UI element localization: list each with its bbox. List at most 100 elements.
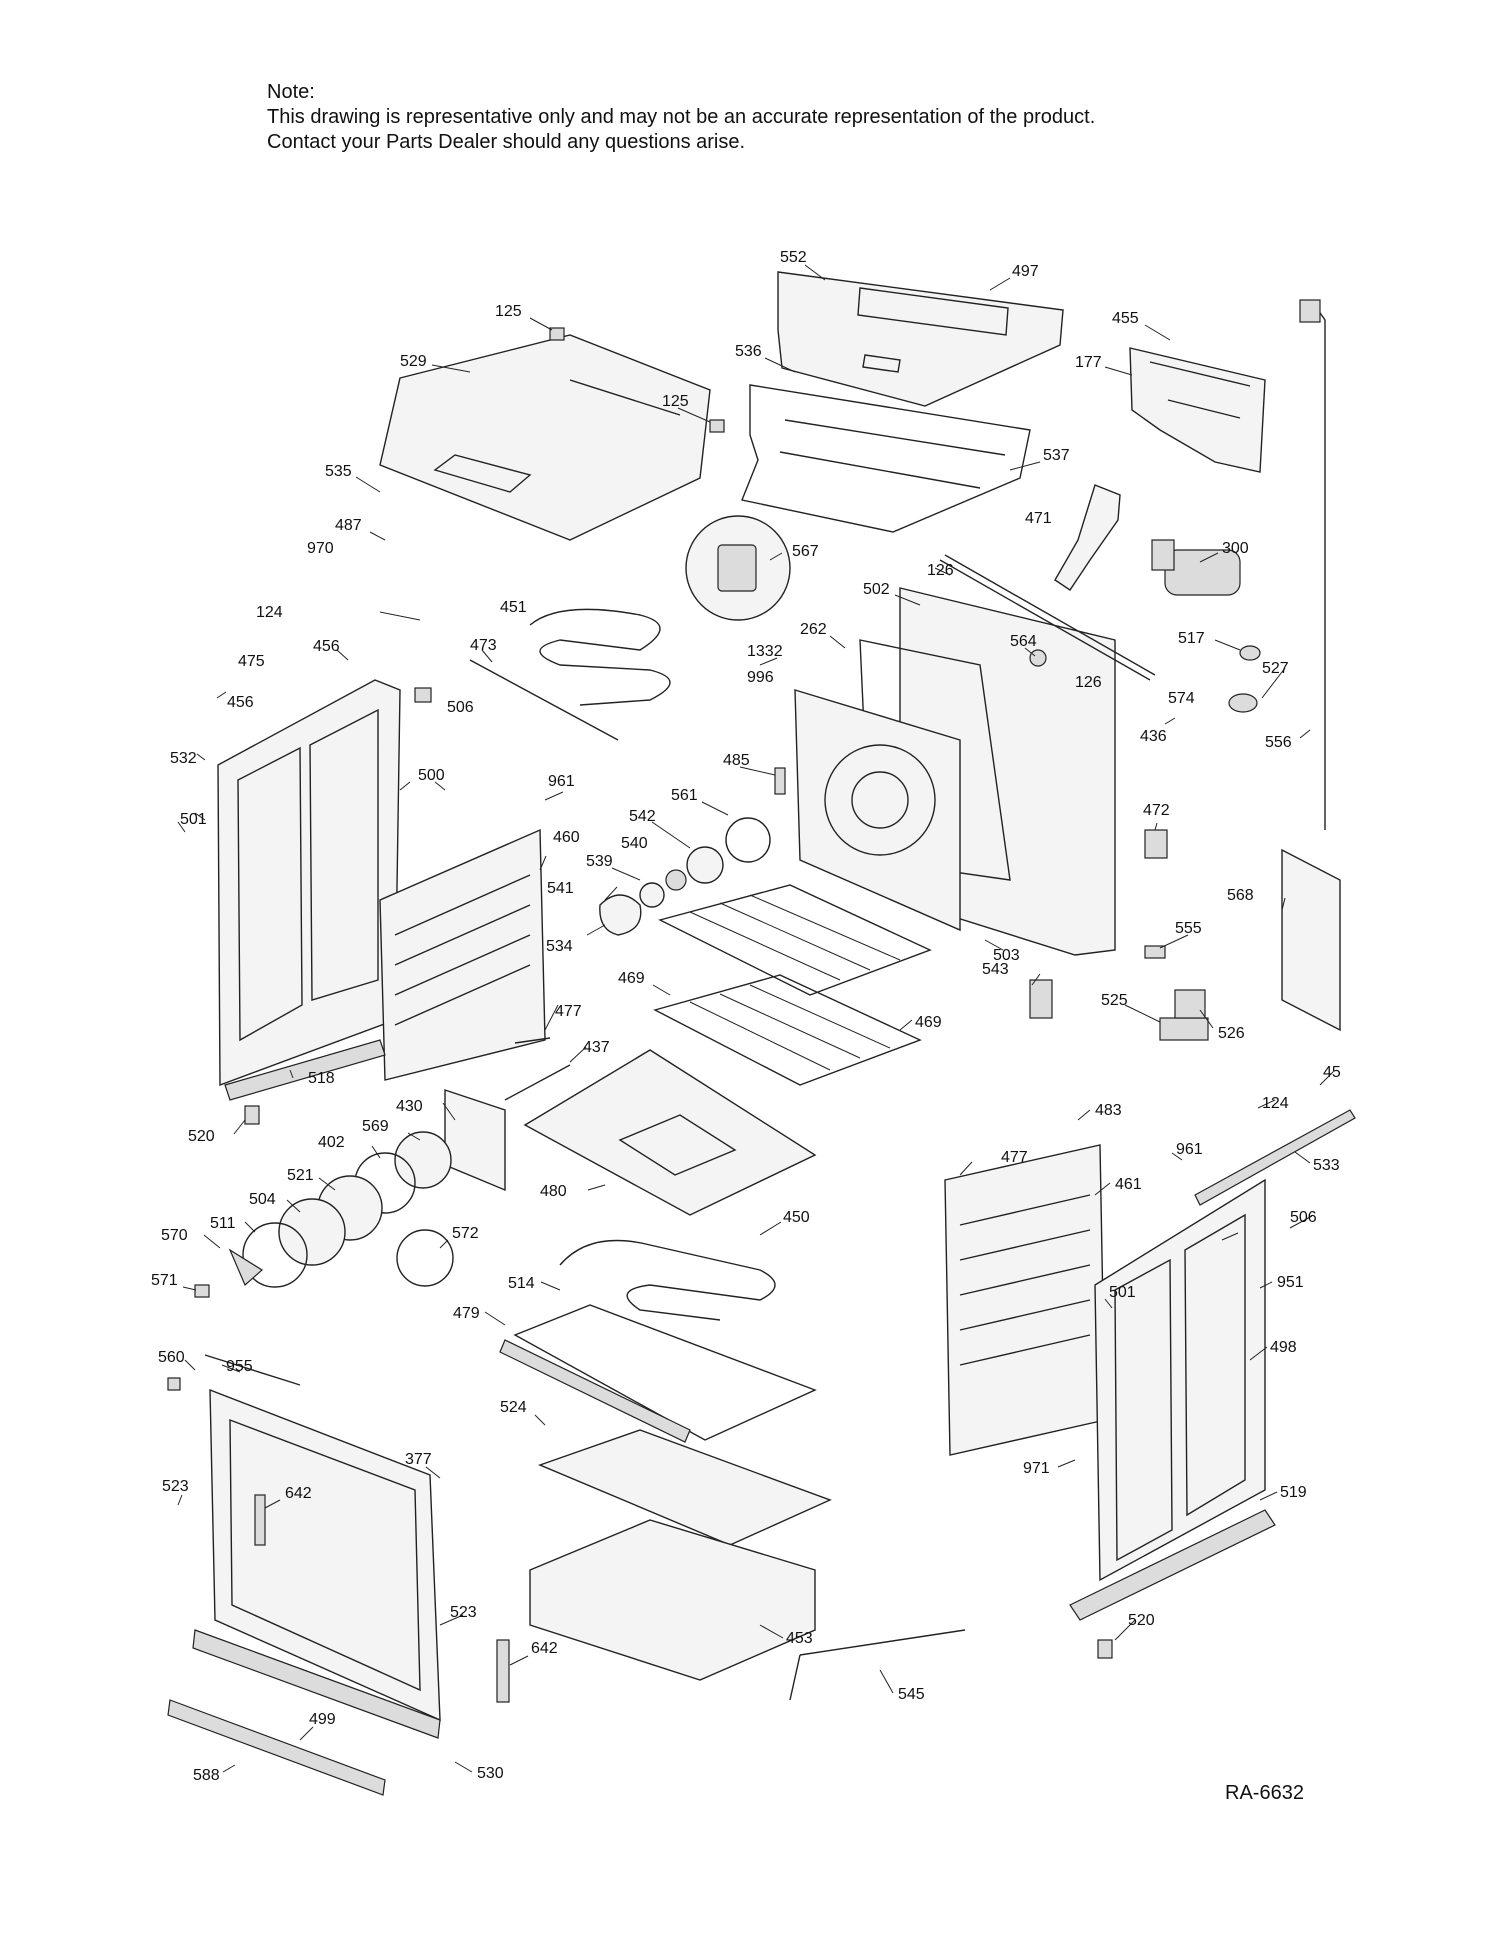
part-label: 177 xyxy=(1075,354,1102,371)
part-label: 541 xyxy=(547,880,574,897)
part-label: 561 xyxy=(671,787,698,804)
part-label: 521 xyxy=(287,1167,314,1184)
part-955-strip xyxy=(204,1354,301,1386)
part-label: 473 xyxy=(470,637,497,654)
part-label: 430 xyxy=(396,1098,423,1115)
part-label: 477 xyxy=(1001,1149,1028,1166)
part-561-gasket xyxy=(725,817,771,863)
part-560-clip xyxy=(167,1377,181,1391)
part-label: 300 xyxy=(1222,540,1249,557)
part-label: 125 xyxy=(495,303,522,320)
part-460-rack-supports xyxy=(379,828,546,1081)
part-506-clip xyxy=(414,687,432,703)
part-label: 455 xyxy=(1112,310,1139,327)
part-473-rail xyxy=(469,659,619,741)
part-label: 955 xyxy=(226,1358,253,1375)
part-568-cover xyxy=(1281,848,1341,1032)
part-label: 560 xyxy=(158,1349,185,1366)
part-477-spring xyxy=(514,1037,551,1044)
part-label: 377 xyxy=(405,1451,432,1468)
part-label: 564 xyxy=(1010,633,1037,650)
part-label: 996 xyxy=(747,669,774,686)
part-label: 450 xyxy=(783,1209,810,1226)
part-label: 497 xyxy=(1012,263,1039,280)
part-300-fan xyxy=(1164,549,1241,596)
part-504-plate xyxy=(278,1198,346,1266)
part-label: 499 xyxy=(309,1711,336,1728)
part-label: 451 xyxy=(500,599,527,616)
part-label: 642 xyxy=(285,1485,312,1502)
part-label: 503 xyxy=(993,947,1020,964)
part-533-rail xyxy=(1194,1109,1356,1206)
part-drawings xyxy=(167,271,1356,1796)
part-label: 126 xyxy=(927,562,954,579)
part-label: 529 xyxy=(400,353,427,370)
part-564-grommet xyxy=(1029,649,1047,667)
part-label: 477 xyxy=(555,1003,582,1020)
part-543-bracket xyxy=(1029,979,1053,1019)
part-label: 537 xyxy=(1043,447,1070,464)
part-label: 460 xyxy=(553,829,580,846)
part-572-element xyxy=(396,1229,454,1287)
part-label: 485 xyxy=(723,752,750,769)
part-label: 536 xyxy=(735,343,762,360)
part-label: 1332 xyxy=(747,643,783,660)
part-519-base xyxy=(1069,1509,1276,1621)
part-label: 500 xyxy=(418,767,445,784)
part-125-tab xyxy=(549,327,565,341)
part-label: 540 xyxy=(621,835,648,852)
part-541-housing xyxy=(599,894,642,936)
part-500-left-panel xyxy=(217,679,401,1087)
part-569-fan-cage xyxy=(394,1131,452,1189)
part-label: 453 xyxy=(786,1630,813,1647)
part-542-lens xyxy=(686,846,724,884)
part-label: 126 xyxy=(1075,674,1102,691)
part-label: 572 xyxy=(452,1225,479,1242)
part-label: 124 xyxy=(1262,1095,1289,1112)
part-450-bake-element xyxy=(559,1239,776,1321)
part-461-rack-supports xyxy=(944,1144,1106,1456)
part-377-front-frame xyxy=(209,1388,441,1722)
part-518-base xyxy=(224,1039,386,1101)
part-642-hinge xyxy=(254,1494,266,1546)
part-642-hinge xyxy=(496,1639,510,1703)
disclaimer-note: Note: This drawing is representative onl… xyxy=(267,80,1095,155)
part-label: 588 xyxy=(193,1767,220,1784)
note-heading: Note: xyxy=(267,81,315,103)
part-label: 504 xyxy=(249,1191,276,1208)
part-label: 514 xyxy=(508,1275,535,1292)
part-label: 951 xyxy=(1277,1274,1304,1291)
note-line-2: Contact your Parts Dealer should any que… xyxy=(267,131,746,153)
part-125-tab xyxy=(709,419,725,433)
part-485-bracket xyxy=(774,767,786,795)
part-label: 469 xyxy=(618,970,645,987)
part-label: 545 xyxy=(898,1686,925,1703)
part-539-bulb xyxy=(639,882,665,908)
part-label: 502 xyxy=(863,581,890,598)
part-514-frame xyxy=(513,1304,817,1441)
part-label: 487 xyxy=(335,517,362,534)
part-label: 525 xyxy=(1101,992,1128,1009)
part-label: 567 xyxy=(792,543,819,560)
part-label: 961 xyxy=(1176,1141,1203,1158)
part-label: 534 xyxy=(546,938,573,955)
part-label: 533 xyxy=(1313,1157,1340,1174)
part-label: 523 xyxy=(162,1478,189,1495)
part-526-block xyxy=(1174,989,1206,1019)
part-label: 571 xyxy=(151,1272,178,1289)
part-label: 570 xyxy=(161,1227,188,1244)
part-label: 262 xyxy=(800,621,827,638)
part-511-fan xyxy=(242,1222,308,1288)
part-label: 556 xyxy=(1265,734,1292,751)
part-label: 574 xyxy=(1168,690,1195,707)
part-label: 568 xyxy=(1227,887,1254,904)
part-540-socket xyxy=(665,869,687,891)
part-label: 511 xyxy=(210,1215,236,1232)
part-517-knob xyxy=(1239,645,1261,661)
part-label: 518 xyxy=(308,1070,335,1087)
part-label: 506 xyxy=(1290,1209,1317,1226)
part-520-foot xyxy=(244,1105,260,1125)
part-525-bracket xyxy=(1159,1017,1209,1041)
part-536-537-insulation xyxy=(741,384,1031,533)
